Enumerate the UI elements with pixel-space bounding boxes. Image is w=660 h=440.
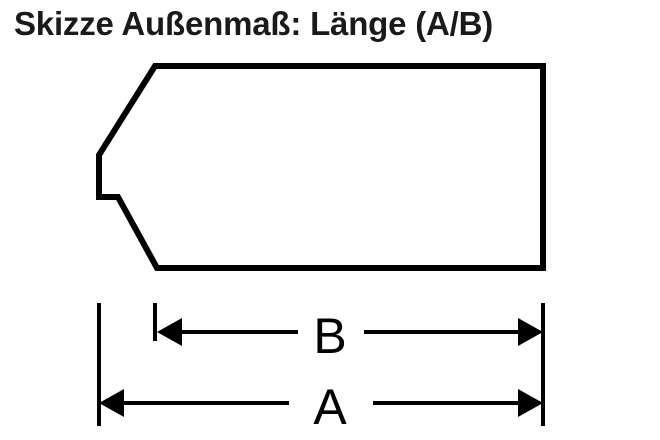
dimension-b-label: B <box>313 308 346 364</box>
dimension-b-arrowhead-right <box>518 318 543 346</box>
dimension-a-label: A <box>313 379 347 435</box>
dimension-a-group: A <box>97 303 545 435</box>
dimension-b-group: B <box>153 303 543 364</box>
dimension-b-arrowhead-left <box>157 318 182 346</box>
dimension-a-arrowhead-right <box>518 389 543 417</box>
page-title: Skizze Außenmaß: Länge (A/B) <box>14 5 494 42</box>
profile-outline-shape <box>96 63 546 271</box>
dimension-a-arrowhead-left <box>99 389 124 417</box>
